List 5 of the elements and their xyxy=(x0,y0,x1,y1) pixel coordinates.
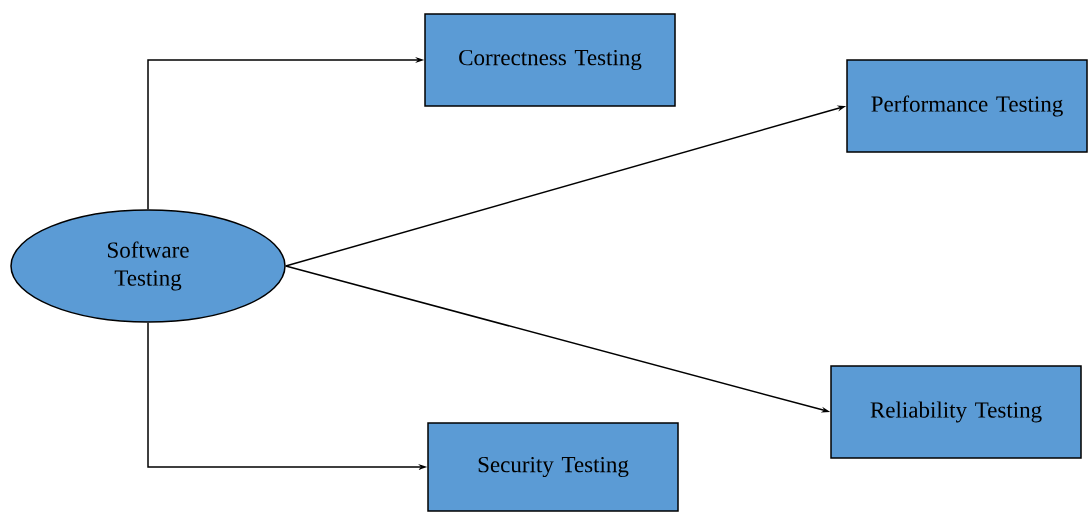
process-box: Reliability Testing xyxy=(830,365,1082,459)
process-box: Security Testing xyxy=(427,422,679,512)
ellipse-node: Software Testing xyxy=(10,209,286,323)
process-box: Correctness Testing xyxy=(424,13,676,107)
process-box: Performance Testing xyxy=(846,59,1088,153)
